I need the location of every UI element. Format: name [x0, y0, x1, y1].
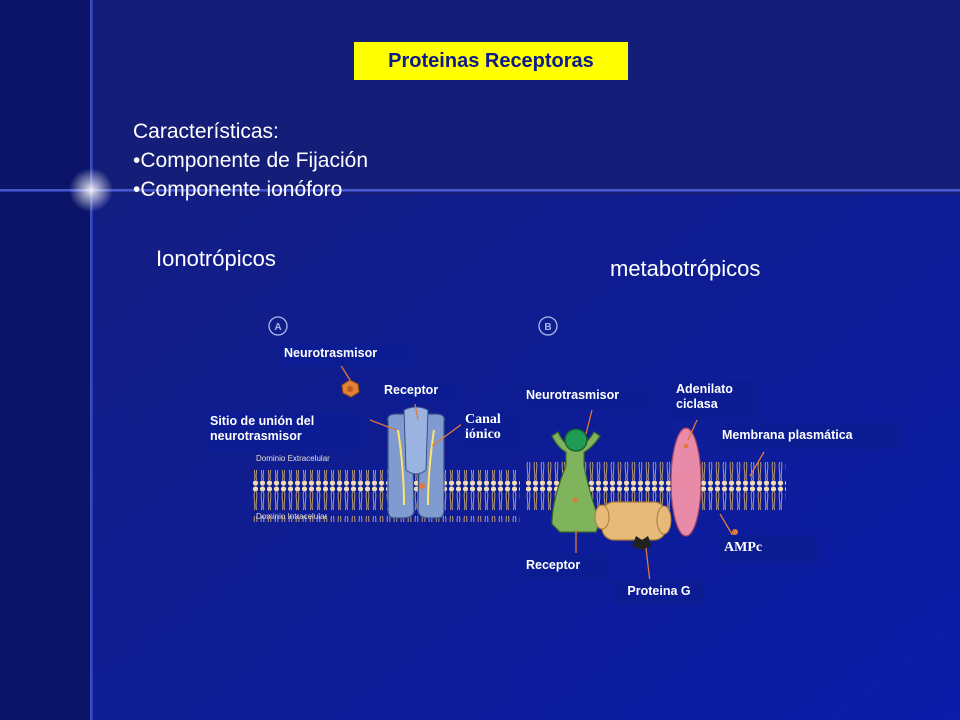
- characteristics-list: Características: Componente de Fijación …: [133, 117, 368, 204]
- section-ionotropic: Ionotrópicos: [156, 246, 276, 271]
- label-binding-site-line: neurotrasmisor: [210, 429, 302, 443]
- membrane-bilayer-a: [252, 470, 520, 522]
- pointer-line: [585, 409, 593, 435]
- extracellular-domain-text: Dominio Extracelular: [256, 454, 330, 463]
- label-adenylate-line: Adenilato: [676, 382, 733, 396]
- svg-text:B: B: [544, 322, 551, 333]
- metabotropic-receptor: [551, 428, 601, 533]
- label-neurotransmitter-b: Neurotrasmisor: [522, 386, 652, 410]
- adenylate-cyclase: [670, 427, 702, 537]
- panel-a-badge: A: [268, 316, 288, 336]
- neurotransmitter-molecule: [341, 379, 360, 398]
- pointer-line: [414, 403, 419, 421]
- pointer-line: [645, 547, 651, 583]
- bullet-item: Componente de Fijación: [133, 146, 368, 175]
- label-camp: AMPc: [720, 535, 818, 562]
- label-ion-channel: Canal iónico: [461, 410, 521, 454]
- pointer-line: [749, 451, 765, 477]
- label-plasma-membrane: Membrana plasmática: [718, 423, 902, 449]
- label-neurotransmitter-a: Neurotrasmisor: [280, 344, 413, 366]
- label-receptor-a: Receptor: [380, 381, 460, 403]
- pointer-line: [339, 363, 351, 381]
- label-adenylate-cyclase: Adenilato ciclasa: [672, 380, 758, 420]
- svg-text:A: A: [274, 322, 281, 333]
- characteristics-heading: Características:: [133, 120, 279, 143]
- slide-title: Proteinas Receptoras: [354, 42, 628, 80]
- g-protein: [594, 501, 672, 550]
- label-ion-channel-line: iónico: [465, 427, 501, 442]
- label-receptor-b: Receptor: [522, 553, 608, 579]
- label-g-protein: Proteina G: [614, 579, 704, 605]
- pointer-line: [687, 417, 699, 441]
- pointer-line: [719, 513, 734, 537]
- label-binding-site: Sitio de unión del neurotrasmisor: [206, 412, 364, 452]
- pointer-line: [431, 423, 463, 447]
- camp-molecule: [732, 529, 738, 535]
- label-adenylate-line: ciclasa: [676, 397, 718, 411]
- label-binding-site-line: Sitio de unión del: [210, 414, 315, 428]
- label-ion-channel-line: Canal: [465, 412, 501, 427]
- pointer-line: [369, 419, 397, 431]
- bullet-item: Componente ionóforo: [133, 175, 368, 204]
- panel-b-badge: B: [538, 316, 558, 336]
- ion-channel: [387, 406, 445, 519]
- section-metabotropic: metabotrópicos: [610, 256, 761, 281]
- intracellular-domain-text: Dominio Intracelular: [256, 512, 327, 521]
